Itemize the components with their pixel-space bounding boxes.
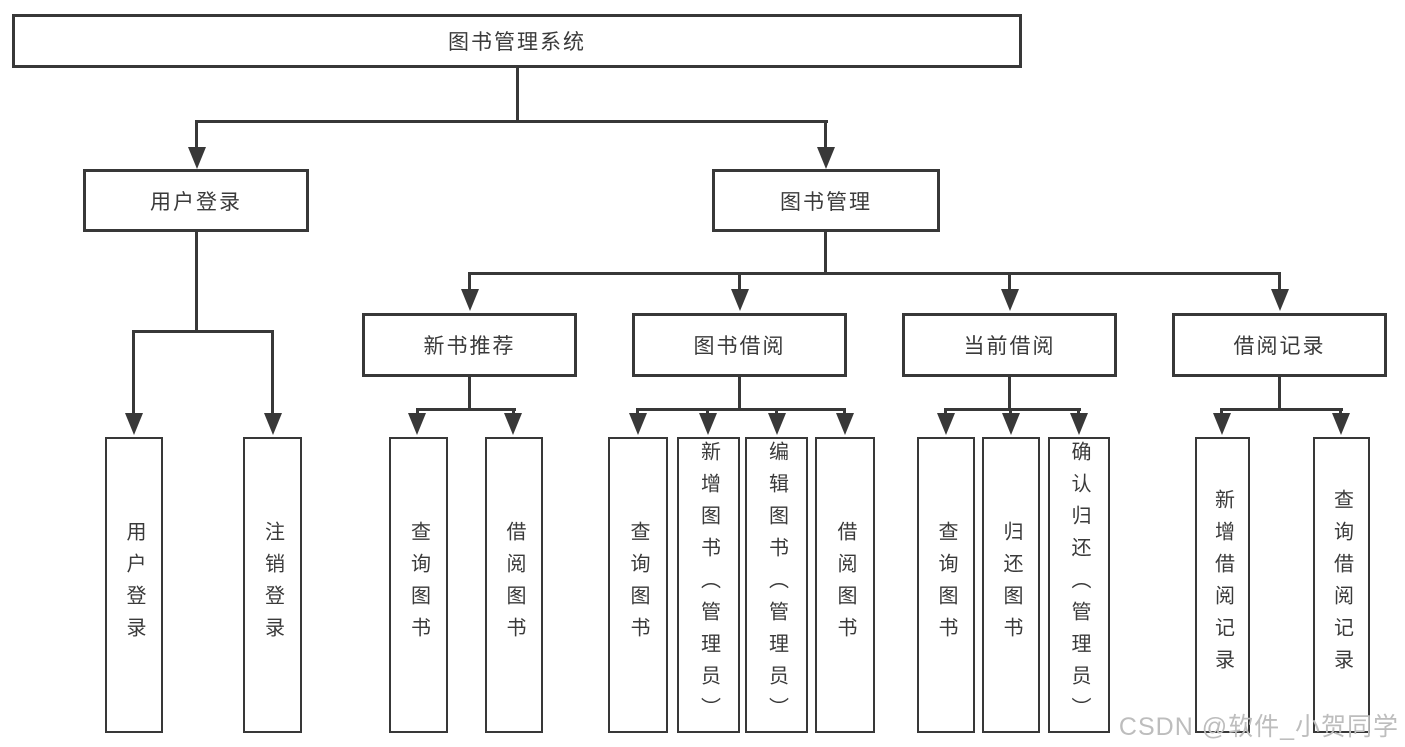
arrow-down-icon	[937, 413, 955, 435]
node-book-borrow-label: 图书借阅	[693, 335, 786, 358]
connector-line	[944, 408, 947, 416]
node-borrow-records: 借阅记录	[1172, 313, 1387, 377]
node-current-borrow: 当前借阅	[902, 313, 1117, 377]
connector-line	[636, 408, 846, 411]
leaf-confirm-return-admin: 确认归还（管理员）	[1048, 437, 1110, 733]
connector-line	[132, 330, 135, 415]
connector-line	[1220, 408, 1223, 416]
arrow-down-icon	[1332, 413, 1350, 435]
leaf-return-book-label: 归还图书	[1000, 521, 1022, 649]
connector-line	[1278, 272, 1281, 292]
connector-line	[1009, 408, 1012, 416]
connector-line	[271, 330, 274, 415]
connector-line	[1278, 377, 1281, 411]
arrow-down-icon	[817, 147, 835, 169]
connector-line	[132, 330, 274, 333]
connector-line	[468, 272, 471, 292]
arrow-down-icon	[768, 413, 786, 435]
connector-line	[738, 377, 741, 411]
leaf-recommend-query-books: 查询图书	[389, 437, 448, 733]
leaf-borrow-borrow-books-label: 借阅图书	[834, 521, 856, 649]
arrow-down-icon	[1002, 413, 1020, 435]
connector-line	[512, 408, 515, 416]
node-borrow-records-label: 借阅记录	[1233, 335, 1326, 358]
connector-line	[195, 120, 198, 149]
connector-line	[468, 377, 471, 411]
arrow-down-icon	[629, 413, 647, 435]
arrow-down-icon	[188, 147, 206, 169]
leaf-borrow-query-books: 查询图书	[608, 437, 668, 733]
arrow-down-icon	[125, 413, 143, 435]
connector-line	[843, 408, 846, 416]
leaf-recommend-borrow-books: 借阅图书	[485, 437, 543, 733]
arrow-down-icon	[836, 413, 854, 435]
leaf-add-borrow-record-label: 新增借阅记录	[1211, 489, 1234, 681]
node-book-management-label: 图书管理	[780, 190, 872, 214]
connector-line	[1220, 408, 1343, 411]
connector-line	[516, 68, 519, 122]
connector-line	[195, 232, 198, 333]
leaf-current-query-books: 查询图书	[917, 437, 975, 733]
connector-line	[468, 272, 1281, 275]
connector-line	[775, 408, 778, 416]
leaf-recommend-borrow-books-label: 借阅图书	[503, 521, 525, 649]
arrow-down-icon	[1271, 289, 1289, 311]
arrow-down-icon	[504, 413, 522, 435]
connector-line	[416, 408, 516, 411]
leaf-add-book-admin-label: 新增图书（管理员）	[697, 441, 720, 729]
node-root-label: 图书管理系统	[448, 31, 586, 54]
leaf-logout-label: 注销登录	[261, 521, 284, 649]
leaf-recommend-query-books-label: 查询图书	[407, 521, 430, 649]
connector-line	[1077, 408, 1080, 416]
csdn-watermark: CSDN @软件_小贺同学	[1118, 713, 1399, 741]
arrow-down-icon	[408, 413, 426, 435]
leaf-borrow-borrow-books: 借阅图书	[815, 437, 875, 733]
arrow-down-icon	[1070, 413, 1088, 435]
node-current-borrow-label: 当前借阅	[963, 335, 1056, 358]
leaf-edit-book-admin-label: 编辑图书（管理员）	[765, 441, 788, 729]
node-book-management: 图书管理	[712, 169, 940, 232]
node-new-book-recommend-label: 新书推荐	[423, 335, 516, 358]
connector-line	[1008, 377, 1011, 411]
arrow-down-icon	[1213, 413, 1231, 435]
leaf-borrow-query-books-label: 查询图书	[627, 521, 649, 649]
connector-line	[824, 232, 827, 275]
node-user-login: 用户登录	[83, 169, 309, 232]
leaf-query-borrow-record: 查询借阅记录	[1313, 437, 1370, 733]
node-root: 图书管理系统	[12, 14, 1022, 68]
arrow-down-icon	[731, 289, 749, 311]
connector-line	[195, 120, 828, 123]
connector-line	[1008, 272, 1011, 292]
arrow-down-icon	[699, 413, 717, 435]
arrow-down-icon	[461, 289, 479, 311]
node-new-book-recommend: 新书推荐	[362, 313, 577, 377]
connector-line	[1339, 408, 1342, 416]
leaf-query-borrow-record-label: 查询借阅记录	[1330, 489, 1353, 681]
leaf-edit-book-admin: 编辑图书（管理员）	[745, 437, 808, 733]
leaf-add-book-admin: 新增图书（管理员）	[677, 437, 740, 733]
node-user-login-label: 用户登录	[150, 190, 242, 214]
connector-line	[416, 408, 419, 416]
leaf-logout: 注销登录	[243, 437, 302, 733]
leaf-confirm-return-admin-label: 确认归还（管理员）	[1068, 441, 1090, 729]
connector-line	[738, 272, 741, 292]
arrow-down-icon	[264, 413, 282, 435]
leaf-user-login: 用户登录	[105, 437, 163, 733]
connector-line	[824, 120, 827, 149]
connector-line	[636, 408, 639, 416]
leaf-user-login-label: 用户登录	[123, 521, 145, 649]
leaf-current-query-books-label: 查询图书	[935, 521, 957, 649]
node-book-borrow: 图书借阅	[632, 313, 847, 377]
arrow-down-icon	[1001, 289, 1019, 311]
leaf-add-borrow-record: 新增借阅记录	[1195, 437, 1250, 733]
leaf-return-book: 归还图书	[982, 437, 1040, 733]
connector-line	[706, 408, 709, 416]
connector-line	[944, 408, 1081, 411]
